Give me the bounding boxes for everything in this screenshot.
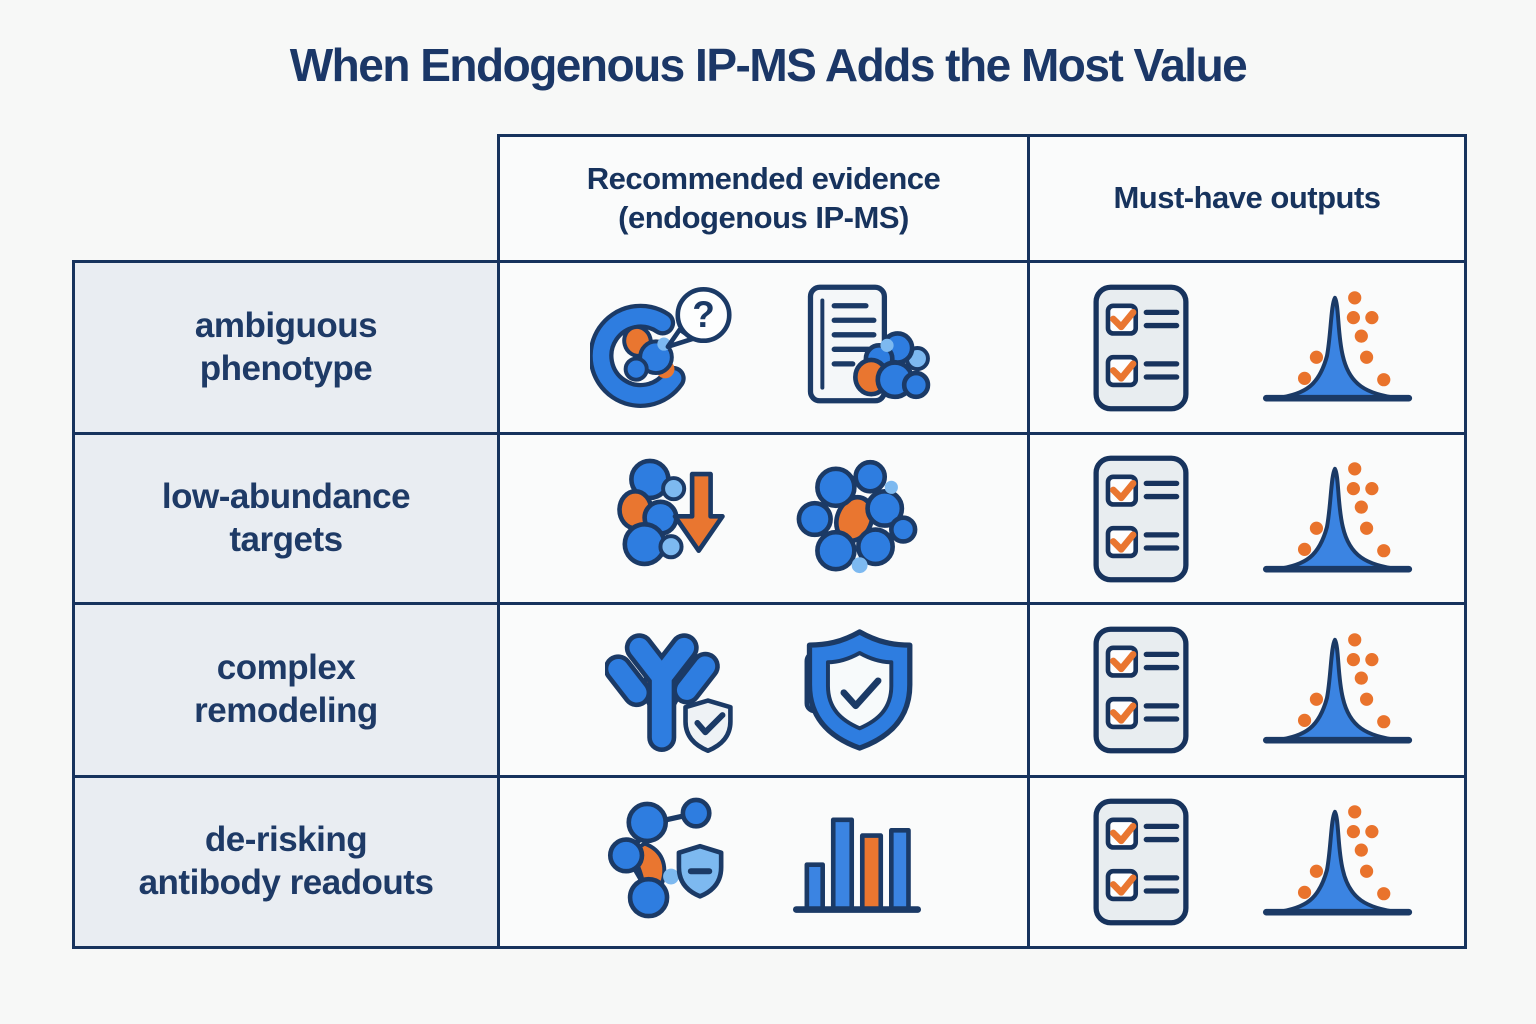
outputs-cell — [1027, 602, 1467, 778]
bar-chart-icon — [791, 796, 923, 928]
outputs-cell — [1027, 260, 1467, 435]
row-label-ambiguous-phenotype: ambiguous phenotype — [72, 260, 500, 435]
outputs-cell — [1027, 432, 1467, 605]
corner-cell — [74, 136, 499, 262]
checklist-icon — [1075, 282, 1207, 414]
interaction-report-icon — [792, 282, 937, 414]
enrichment-peak-icon — [1261, 282, 1419, 414]
protein-complex-icon — [791, 453, 923, 585]
enrichment-peak-icon — [1261, 796, 1419, 928]
evidence-cell — [497, 432, 1030, 605]
complex-question-icon — [590, 282, 738, 414]
evidence-cell — [497, 602, 1030, 778]
evidence-cell — [497, 775, 1030, 949]
abundance-drop-icon — [605, 453, 737, 585]
checklist-icon — [1075, 453, 1207, 585]
header-must-have-outputs: Must-have outputs — [1027, 134, 1467, 263]
antibody-check-icon — [605, 624, 737, 756]
row-label-low-abundance-targets: low-abundance targets — [72, 432, 500, 605]
checklist-icon — [1075, 796, 1207, 928]
page-title: When Endogenous IP-MS Adds the Most Valu… — [289, 39, 1248, 91]
enrichment-peak-icon — [1261, 453, 1419, 585]
enrichment-peak-icon — [1261, 624, 1419, 756]
value-table: Recommended evidence (endogenous IP-MS) … — [72, 134, 1467, 949]
row-label-de-risking-antibody-readouts: de-risking antibody readouts — [72, 775, 500, 949]
outputs-cell — [1027, 775, 1467, 949]
row-label-complex-remodeling: complex remodeling — [72, 602, 500, 778]
shield-check-icon — [791, 624, 923, 756]
checklist-icon — [1075, 624, 1207, 756]
network-shield-icon — [605, 796, 737, 928]
evidence-cell — [497, 260, 1030, 435]
header-recommended-evidence: Recommended evidence (endogenous IP-MS) — [497, 134, 1030, 263]
